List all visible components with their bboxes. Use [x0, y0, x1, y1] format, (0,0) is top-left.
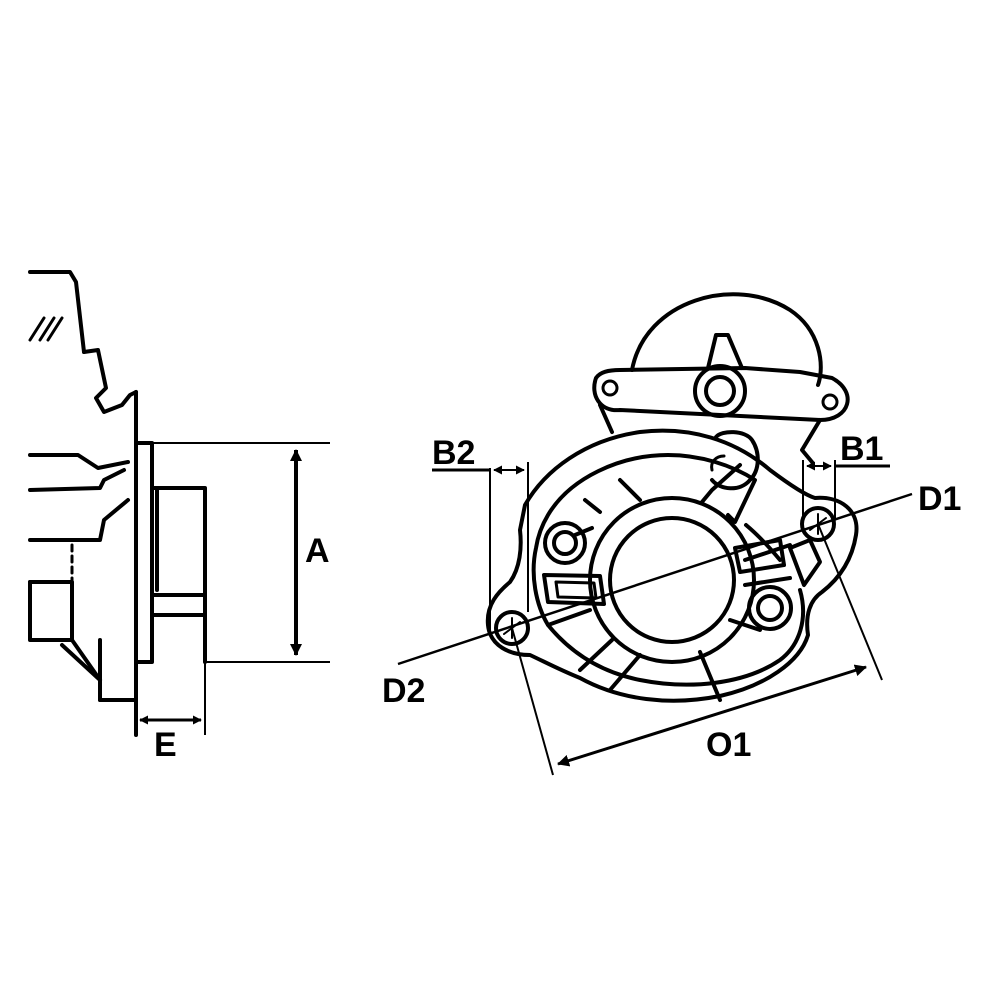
dimension-o1: O1 — [511, 523, 883, 776]
solenoid-terminal — [706, 333, 744, 370]
d1-label: D1 — [918, 480, 961, 518]
solenoid-cap — [630, 292, 823, 387]
dimension-e-label: E — [154, 726, 177, 764]
dimension-a: A — [152, 442, 330, 663]
lower-right-boss-outer — [747, 585, 793, 631]
o1-extension-right — [817, 523, 883, 681]
bracket-arm-lower — [598, 403, 822, 464]
left-boss-outer — [543, 521, 587, 565]
bracket-bolt-hole-left — [601, 379, 619, 397]
o1-label: O1 — [706, 726, 751, 764]
mounting-hole-d1 — [800, 506, 836, 542]
b2-label: B2 — [432, 434, 475, 472]
side-view-body-outline — [28, 270, 207, 737]
pinion-bore-outer — [588, 496, 756, 664]
dimension-b1: B1 — [802, 430, 890, 520]
b1-label: B1 — [840, 430, 883, 468]
dimension-b2: B2 — [432, 434, 529, 630]
left-boss-inner — [552, 530, 578, 556]
side-view-hatch-marks — [28, 316, 74, 582]
d2-label: D2 — [382, 672, 425, 710]
bracket-boss-inner — [704, 375, 736, 407]
o1-extension-left — [511, 627, 554, 776]
left-slot — [542, 573, 606, 606]
bracket-bolt-hole-right — [821, 393, 839, 411]
dimension-a-label: A — [305, 532, 330, 570]
pinion-bore-inner — [608, 516, 736, 644]
o1-arrow — [557, 664, 867, 767]
front-view: D1 D2 B2 B1 O1 — [382, 292, 961, 776]
side-view: A E — [28, 270, 330, 764]
right-wedge — [788, 538, 822, 587]
hole-center-line — [397, 492, 913, 666]
dimension-e: E — [139, 662, 206, 764]
lower-right-boss-inner — [756, 594, 784, 622]
mounting-hole-d2 — [494, 610, 530, 646]
bracket-boss-outer — [693, 364, 747, 418]
